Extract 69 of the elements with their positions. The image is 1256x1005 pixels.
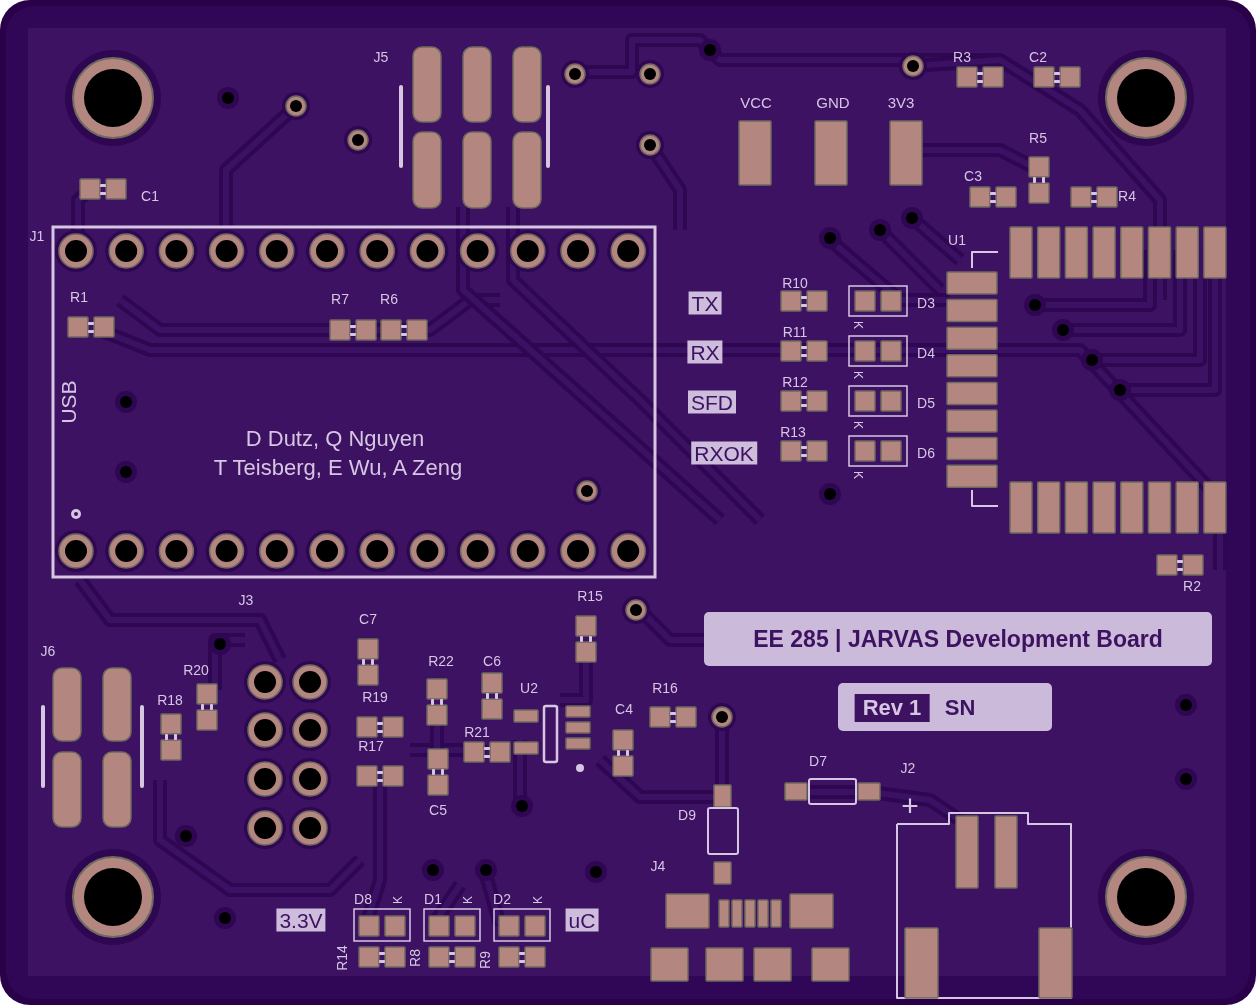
polarity-mark: K <box>462 896 474 904</box>
author-names: T Teisberg, E Wu, A Zeng <box>213 457 463 479</box>
component-designator: D3 <box>917 296 935 310</box>
component-designator: C1 <box>141 189 159 203</box>
component-designator: R14 <box>335 945 349 971</box>
component-designator: R17 <box>358 739 384 753</box>
component-designator: J3 <box>238 593 254 607</box>
component-designator: R20 <box>183 663 209 677</box>
connector-label: USB <box>57 380 79 424</box>
polarity-mark: K <box>852 371 864 379</box>
author-names: D Dutz, Q Nguyen <box>245 428 425 450</box>
component-designator: D8 <box>354 892 372 906</box>
component-designator: C3 <box>964 169 982 183</box>
component-designator: R2 <box>1183 579 1201 593</box>
component-designator: R15 <box>577 589 603 603</box>
signal-label: TX <box>688 291 722 315</box>
signal-label: uC <box>565 908 599 932</box>
board-title: EE 285 | JARVAS Development Board <box>704 612 1212 666</box>
component-designator: R19 <box>362 690 388 704</box>
component-designator: R9 <box>478 951 492 969</box>
polarity-mark: K <box>392 896 404 904</box>
polarity-mark: K <box>852 321 864 329</box>
component-designator: R8 <box>408 949 422 967</box>
component-designator: D6 <box>917 446 935 460</box>
pad-label: VCC <box>740 94 772 110</box>
component-designator: R22 <box>428 654 454 668</box>
component-designator: D2 <box>493 892 511 906</box>
polarity-mark: K <box>852 471 864 479</box>
component-designator: R1 <box>70 290 88 304</box>
component-designator: C4 <box>615 702 633 716</box>
component-designator: C2 <box>1029 50 1047 64</box>
component-designator: D5 <box>917 396 935 410</box>
component-designator: R12 <box>782 375 808 389</box>
component-designator: R3 <box>953 50 971 64</box>
component-designator: R16 <box>652 681 678 695</box>
component-designator: R13 <box>780 425 806 439</box>
component-designator: D7 <box>809 754 827 768</box>
polarity-mark: K <box>852 421 864 429</box>
signal-label: 3.3V <box>276 908 326 932</box>
component-designator: D1 <box>424 892 442 906</box>
component-designator: C7 <box>359 612 377 626</box>
polarity-mark: + <box>901 791 919 821</box>
component-designator: R11 <box>782 325 808 339</box>
component-designator: R7 <box>331 292 349 306</box>
component-designator: J4 <box>650 859 666 873</box>
revision-label: Rev 1 <box>854 694 930 722</box>
component-designator: R18 <box>157 693 183 707</box>
pad-label: GND <box>816 94 850 110</box>
signal-label: RXOK <box>691 441 757 465</box>
component-designator: R4 <box>1118 189 1136 203</box>
component-designator: R10 <box>782 276 808 290</box>
component-designator: U1 <box>948 233 966 247</box>
polarity-mark: K <box>532 896 544 904</box>
pad-label: 3V3 <box>887 94 915 110</box>
serial-label: SN <box>944 697 976 719</box>
component-designator: C6 <box>483 654 501 668</box>
component-designator: R5 <box>1029 131 1047 145</box>
component-designator: J1 <box>29 229 45 243</box>
component-designator: U2 <box>520 681 538 695</box>
signal-label: RX <box>687 340 723 364</box>
component-designator: R21 <box>464 725 490 739</box>
component-designator: C5 <box>429 803 447 817</box>
component-designator: R6 <box>380 292 398 306</box>
component-designator: J5 <box>373 50 389 64</box>
signal-label: SFD <box>688 390 736 414</box>
component-designator: D9 <box>678 808 696 822</box>
component-designator: J6 <box>40 644 56 658</box>
component-designator: J2 <box>900 761 916 775</box>
component-designator: D4 <box>917 346 935 360</box>
